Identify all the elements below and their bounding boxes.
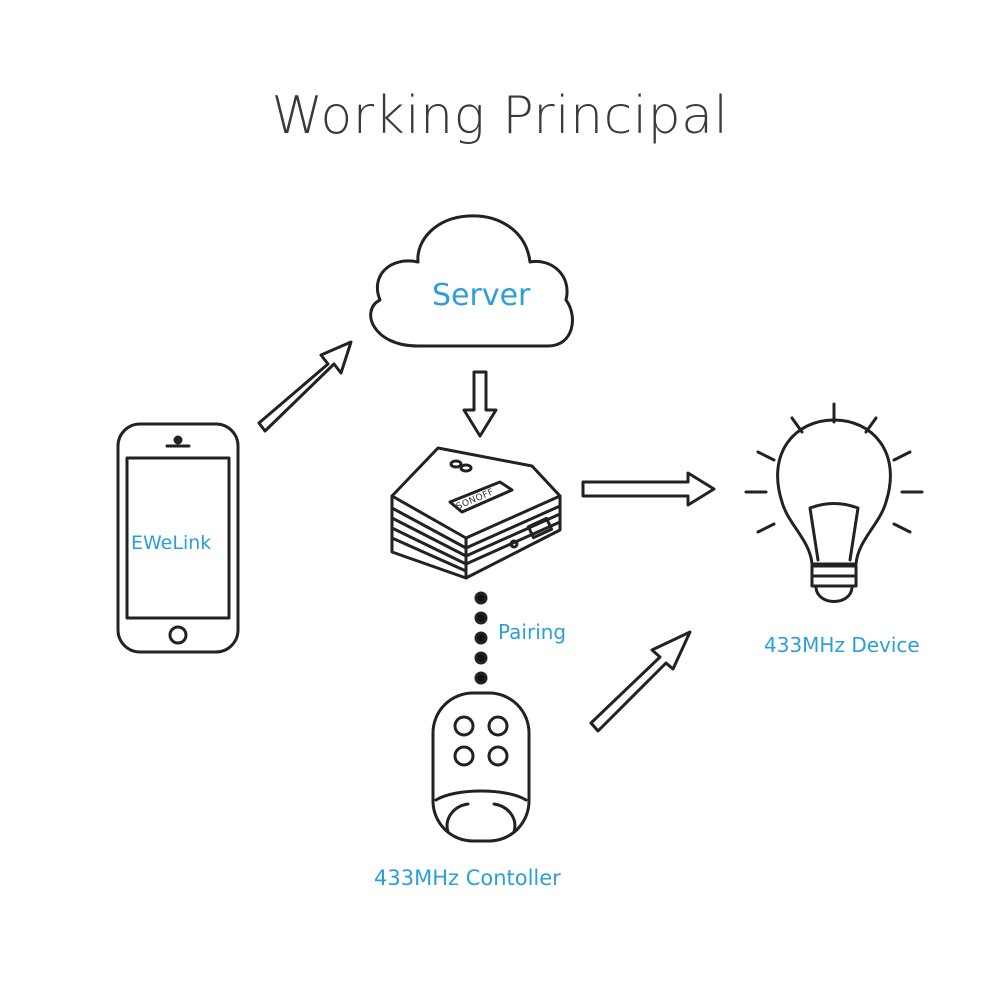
device-label: 433MHz Device (764, 633, 920, 657)
rf-bridge-icon (390, 446, 562, 580)
pairing-dots (474, 591, 488, 685)
remote-control-icon (431, 691, 531, 843)
smartphone-icon (116, 422, 240, 654)
lightbulb-icon (744, 402, 924, 603)
arrow-hub-to-bulb-icon (581, 471, 716, 507)
app-label: EWeLink (131, 532, 212, 554)
page-title: Working Principal (271, 86, 729, 146)
server-label: Server (432, 278, 531, 313)
arrow-controller-to-bulb-icon (589, 630, 692, 733)
cloud-icon (369, 214, 574, 348)
arrow-server-to-hub-icon (462, 370, 498, 438)
pairing-label: Pairing (498, 620, 567, 644)
arrow-phone-to-server-icon (257, 340, 353, 433)
controller-label: 433MHz Contoller (374, 866, 561, 890)
